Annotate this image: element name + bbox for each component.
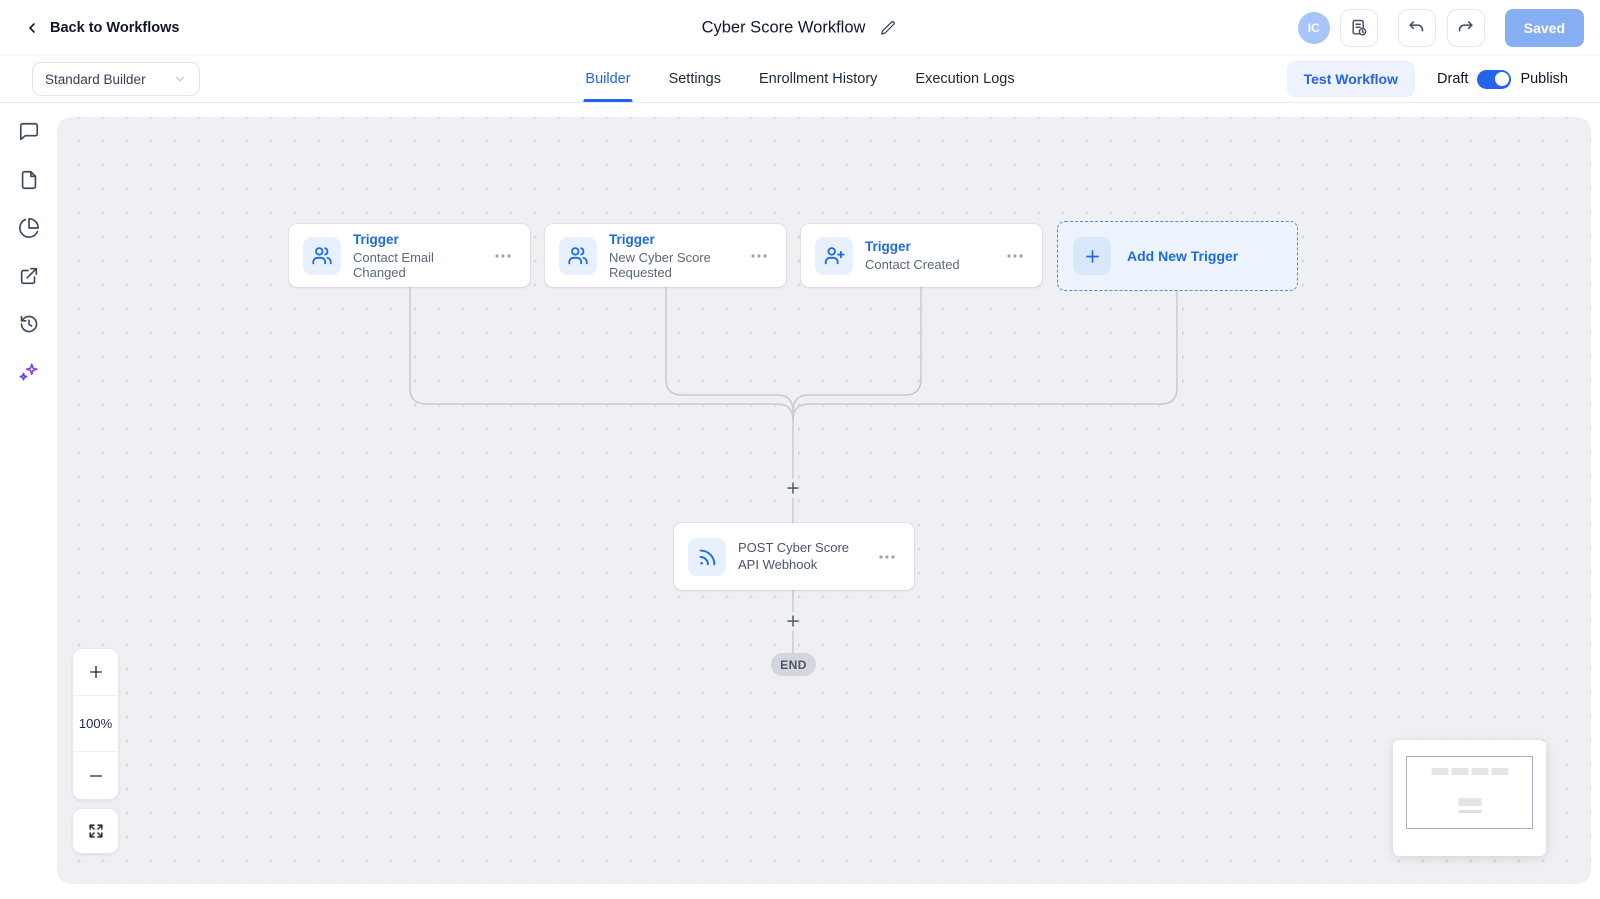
plus-icon	[88, 664, 104, 680]
edit-title-button[interactable]	[877, 17, 898, 38]
node-type-label: Trigger	[609, 231, 655, 247]
stats-button[interactable]	[17, 216, 41, 240]
expand-icon	[86, 821, 106, 841]
zoom-controls: 100%	[72, 648, 119, 800]
ellipsis-icon	[1006, 253, 1024, 259]
node-type-label: Trigger	[353, 231, 399, 247]
action-node-webhook[interactable]: POST Cyber Score API Webhook	[674, 523, 914, 590]
node-menu-button[interactable]	[746, 249, 772, 263]
node-name-label: POST Cyber Score API Webhook	[738, 540, 850, 572]
left-tool-rail	[0, 104, 57, 899]
zoom-level: 100%	[73, 695, 118, 751]
ai-sparkles-icon	[18, 361, 40, 383]
pie-chart-icon	[18, 217, 40, 239]
tab-builder[interactable]: Builder	[583, 56, 633, 102]
plus-icon	[786, 481, 801, 496]
minimap-viewport	[1406, 756, 1533, 829]
undo-button[interactable]	[1397, 8, 1436, 47]
open-external-button[interactable]	[17, 264, 41, 288]
user-plus-icon	[815, 236, 853, 275]
tab-enrollment-history[interactable]: Enrollment History	[759, 56, 877, 102]
tab-execution-logs[interactable]: Execution Logs	[915, 56, 1014, 102]
run-history-button[interactable]	[17, 312, 41, 336]
zoom-in-button[interactable]	[73, 649, 118, 695]
users-icon	[559, 236, 597, 275]
users-icon	[303, 236, 341, 275]
plus-icon	[786, 614, 801, 629]
page-title: Cyber Score Workflow	[701, 18, 866, 36]
save-status-button[interactable]: Saved	[1504, 8, 1584, 47]
document-clock-icon	[1349, 18, 1369, 38]
zoom-out-button[interactable]	[73, 751, 118, 799]
minimap[interactable]	[1393, 740, 1546, 856]
node-name-label: New Cyber Score Requested	[609, 249, 711, 280]
back-to-workflows-button[interactable]: Back to Workflows	[16, 12, 187, 44]
node-name-label: Contact Email Changed	[353, 249, 434, 280]
minimap-end-bar	[1458, 810, 1481, 813]
back-label: Back to Workflows	[50, 19, 180, 36]
fit-view-button[interactable]	[72, 808, 119, 854]
node-menu-button[interactable]	[490, 249, 516, 263]
document-icon	[18, 169, 40, 191]
webhook-icon	[688, 537, 726, 576]
draft-label: Draft	[1437, 71, 1469, 87]
workflow-canvas[interactable]: Trigger Contact Email Changed Trigger Ne…	[57, 117, 1591, 884]
external-link-icon	[18, 265, 40, 287]
minimap-trigger-bars	[1431, 768, 1508, 775]
trigger-node-contact-created[interactable]: Trigger Contact Created	[801, 224, 1042, 287]
comments-button[interactable]	[17, 120, 41, 144]
minus-icon	[88, 768, 104, 784]
chevron-left-icon	[24, 20, 40, 36]
add-step-button[interactable]	[784, 612, 803, 631]
ellipsis-icon	[878, 554, 896, 560]
chevron-down-icon	[173, 72, 187, 86]
notes-button[interactable]	[17, 168, 41, 192]
test-workflow-button[interactable]: Test Workflow	[1286, 61, 1416, 97]
toggle-knob	[1494, 72, 1509, 86]
node-type-label: Trigger	[865, 239, 911, 254]
node-menu-button[interactable]	[874, 550, 900, 564]
trigger-node-contact-email-changed[interactable]: Trigger Contact Email Changed	[289, 224, 530, 287]
node-menu-button[interactable]	[1002, 249, 1028, 263]
undo-icon	[1407, 18, 1426, 37]
node-name-label: Contact Created	[865, 257, 960, 272]
ai-assistant-button[interactable]	[17, 360, 41, 384]
builder-mode-select[interactable]: Standard Builder	[32, 62, 200, 96]
builder-mode-value: Standard Builder	[45, 71, 146, 87]
pencil-icon	[879, 19, 896, 36]
tab-bar: Builder Settings Enrollment History Exec…	[583, 56, 1015, 102]
minimap-action-bar	[1458, 798, 1481, 806]
ellipsis-icon	[750, 253, 768, 259]
redo-icon	[1456, 18, 1475, 37]
tab-settings[interactable]: Settings	[669, 56, 721, 102]
redo-button[interactable]	[1446, 8, 1485, 47]
add-step-button[interactable]	[784, 479, 803, 498]
history-icon	[18, 313, 40, 335]
add-new-trigger-label: Add New Trigger	[1127, 248, 1239, 264]
publish-toggle[interactable]	[1477, 69, 1512, 89]
avatar[interactable]: IC	[1297, 11, 1330, 44]
add-new-trigger-button[interactable]: Add New Trigger	[1057, 221, 1298, 291]
builder-toolbar: Standard Builder Builder Settings Enroll…	[0, 56, 1600, 103]
top-header: Back to Workflows Cyber Score Workflow I…	[0, 0, 1600, 56]
plus-icon	[1073, 237, 1111, 275]
ellipsis-icon	[494, 253, 512, 259]
publish-label: Publish	[1520, 71, 1568, 87]
trigger-node-new-cyber-score-requested[interactable]: Trigger New Cyber Score Requested	[545, 224, 786, 287]
comment-icon	[18, 121, 40, 143]
version-history-button[interactable]	[1339, 8, 1378, 47]
end-node: END	[771, 653, 816, 676]
